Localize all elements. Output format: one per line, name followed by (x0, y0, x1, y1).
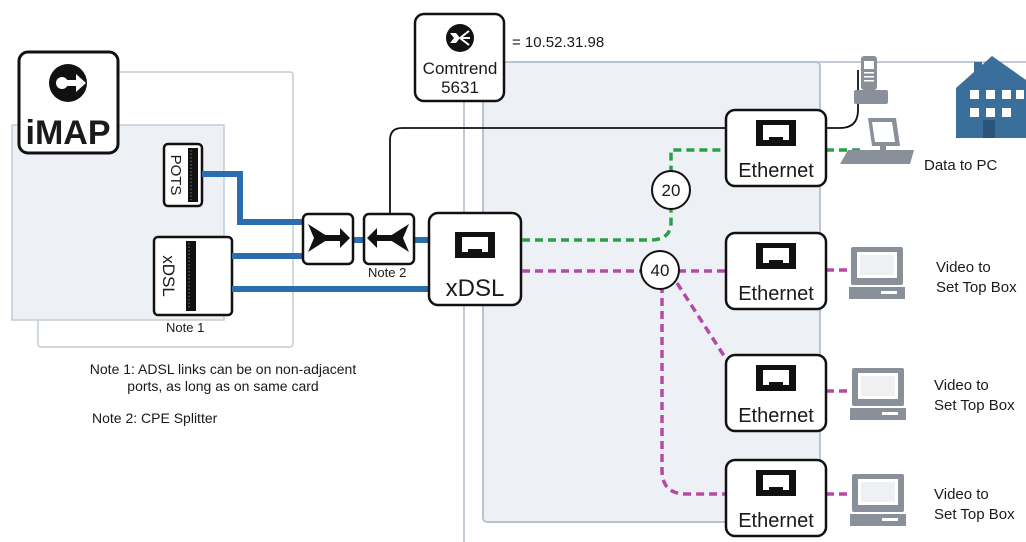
ethernet-port-label: Ethernet (738, 405, 814, 427)
note1-line2: ports, as long as on same card (127, 378, 318, 394)
svg-text:20: 20 (662, 181, 681, 200)
phone-line (389, 70, 859, 214)
xdsl-port-block[interactable]: xDSL (152, 235, 234, 317)
stb-label-1-line2: Set Top Box (936, 279, 1017, 296)
monitor-icon (850, 368, 906, 420)
imap-logo: iMAP (17, 50, 120, 155)
router-name: Comtrend (423, 59, 498, 78)
pots-port-label: POTS (167, 155, 184, 196)
pots-cable (202, 171, 305, 225)
svg-text:40: 40 (651, 261, 670, 280)
ethernet-port-video-2[interactable]: Ethernet (724, 353, 828, 433)
split-arrow-icon (367, 224, 409, 252)
router-icon (446, 24, 474, 52)
pc-icon (840, 118, 914, 164)
ethernet-port-label: Ethernet (738, 160, 814, 182)
modem-port-icon (455, 232, 495, 258)
ethernet-port-icon (756, 120, 796, 146)
stb-label-2-line1: Video to (934, 377, 989, 394)
vlan-video-badge: 40 (640, 250, 680, 290)
monitor-icon (849, 247, 905, 299)
ethernet-port-video-1[interactable]: Ethernet (724, 231, 828, 311)
stb-label-1-line1: Video to (936, 259, 991, 276)
pots-port-block[interactable]: POTS (162, 142, 204, 208)
note2-text: Note 2: CPE Splitter (92, 410, 218, 426)
xdsl-modem[interactable]: xDSL (427, 211, 523, 307)
router-model: 5631 (441, 78, 479, 97)
copper-cables (202, 171, 430, 292)
note1-line1: Note 1: ADSL links can be on non-adjacen… (90, 361, 357, 377)
note1-tag: Note 1 (166, 320, 204, 335)
ethernet-port-video-3[interactable]: Ethernet (724, 458, 828, 538)
house-icon (956, 56, 1026, 138)
ethernet-port-icon (756, 365, 796, 391)
stb-label-3-line1: Video to (934, 486, 989, 503)
merge-arrow-icon (308, 224, 350, 252)
modem-label: xDSL (446, 275, 505, 302)
xdsl-port-label: xDSL (159, 255, 178, 297)
comtrend-router[interactable]: Comtrend 5631 (413, 12, 506, 103)
pc-label: Data to PC (924, 157, 998, 174)
vlan-data-badge: 20 (651, 170, 691, 210)
ethernet-port-icon (756, 470, 796, 496)
imap-logo-icon (49, 64, 87, 102)
router-ip-address: = 10.52.31.98 (512, 34, 604, 51)
splitter-right[interactable] (362, 212, 416, 266)
monitor-icon (850, 474, 906, 526)
video-vlan-links (522, 268, 852, 496)
note2-tag: Note 2 (368, 265, 406, 280)
imap-logo-text: iMAP (26, 114, 111, 152)
telephone-icon (854, 56, 888, 104)
ethernet-port-label: Ethernet (738, 510, 814, 532)
ethernet-port-data[interactable]: Ethernet (724, 108, 828, 188)
ethernet-port-icon (756, 243, 796, 269)
ethernet-port-label: Ethernet (738, 283, 814, 305)
splitter-left[interactable] (301, 212, 355, 266)
stb-label-3-line2: Set Top Box (934, 506, 1015, 523)
stb-label-2-line2: Set Top Box (934, 397, 1015, 414)
